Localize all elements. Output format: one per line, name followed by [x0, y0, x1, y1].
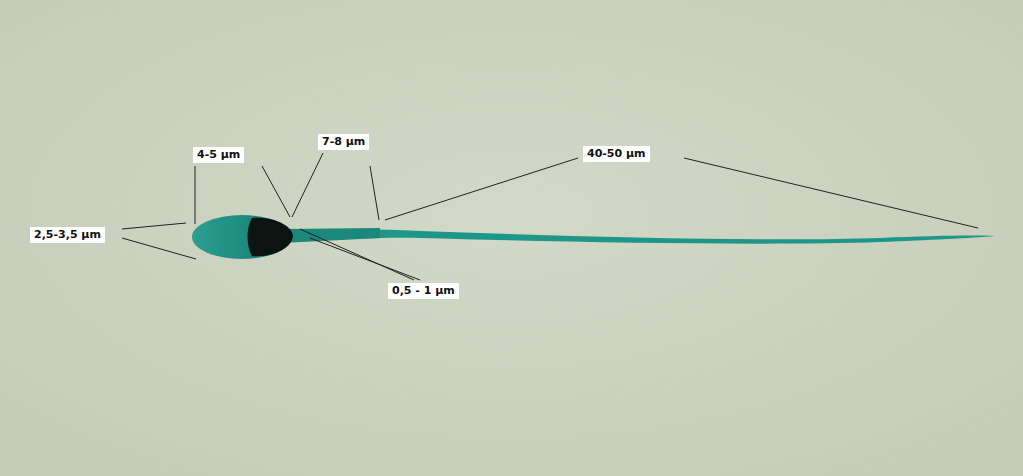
sperm-nucleus — [248, 218, 294, 257]
dimension-label: 4-5 µm — [193, 147, 244, 163]
leader-lines — [122, 153, 978, 280]
sperm-midpiece — [282, 228, 380, 243]
dimension-label: 7-8 µm — [318, 134, 369, 150]
sperm-head — [192, 215, 292, 259]
dimension-label: 0,5 - 1 µm — [388, 283, 459, 299]
sperm-tail — [285, 229, 995, 243]
dimension-label: 2,5-3,5 µm — [30, 227, 105, 243]
dimension-label: 40-50 µm — [583, 146, 650, 162]
